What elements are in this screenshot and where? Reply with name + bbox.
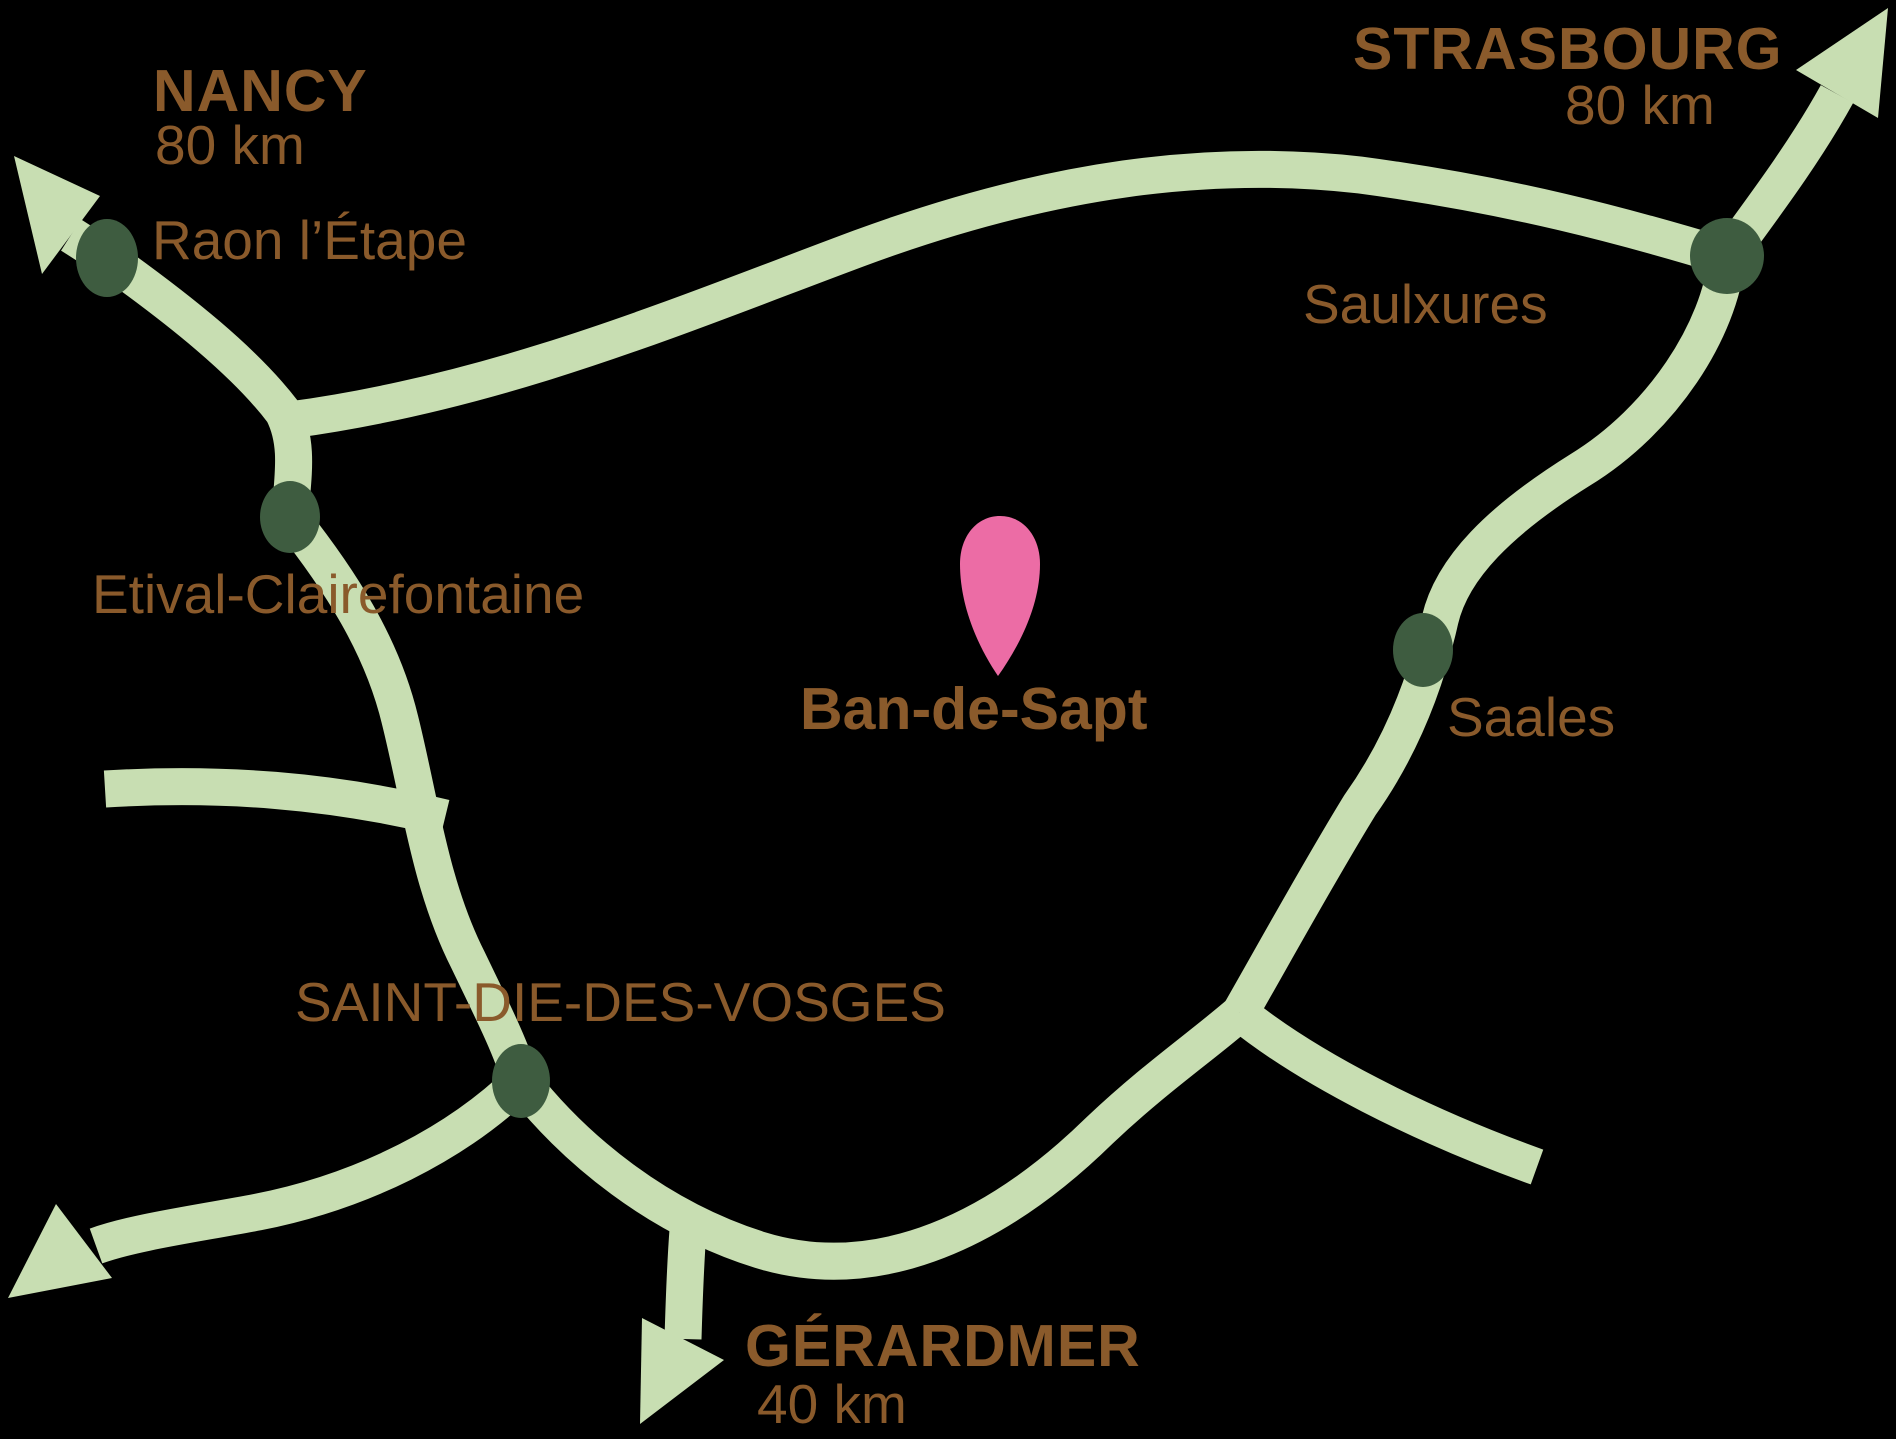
town-saulxures-label: Saulxures <box>1303 273 1548 335</box>
etival-town-dot <box>260 481 320 553</box>
destination-strasbourg-label: STRASBOURG <box>1353 16 1783 82</box>
destination-gerardmer-label: GÉRARDMER <box>745 1313 1141 1379</box>
road-saulxures-to-saales <box>1223 254 1746 1023</box>
highlight-ban-de-sapt-label: Ban-de-Sapt <box>800 676 1148 742</box>
road-saintdie-to-southwest <box>89 1067 534 1264</box>
nancy-arrowhead-icon <box>14 156 100 274</box>
destination-nancy-distance: 80 km <box>155 114 305 176</box>
town-etival-label: Etival-Clairefontaine <box>92 563 585 625</box>
strasbourg-arrowhead-icon <box>1796 8 1888 118</box>
location-pin-icon <box>960 516 1040 676</box>
road-raon-to-etival <box>96 242 313 519</box>
saales-town-dot <box>1393 613 1453 687</box>
town-saint-die-label: SAINT-DIE-DES-VOSGES <box>295 971 946 1033</box>
town-saales-label: Saales <box>1447 686 1616 748</box>
road-to-gerardmer <box>664 1228 707 1340</box>
destination-gerardmer-distance: 40 km <box>757 1373 907 1435</box>
town-raon-letape-label: Raon l’Étape <box>152 209 467 271</box>
southwest-arrowhead-icon <box>8 1204 112 1298</box>
road-west-stub <box>103 768 450 836</box>
destination-strasbourg-distance: 80 km <box>1565 74 1715 136</box>
saintdie-town-dot <box>492 1044 550 1118</box>
road-fork-southeast <box>1228 998 1544 1185</box>
gerardmer-arrowhead-icon <box>640 1318 724 1424</box>
raon-letape-town-dot <box>76 219 138 297</box>
road-saintdie-to-fork <box>506 999 1253 1280</box>
saulxures-town-dot <box>1690 218 1764 294</box>
road-raon-to-saulxures <box>287 150 1733 439</box>
destination-nancy-label: NANCY <box>153 58 368 124</box>
